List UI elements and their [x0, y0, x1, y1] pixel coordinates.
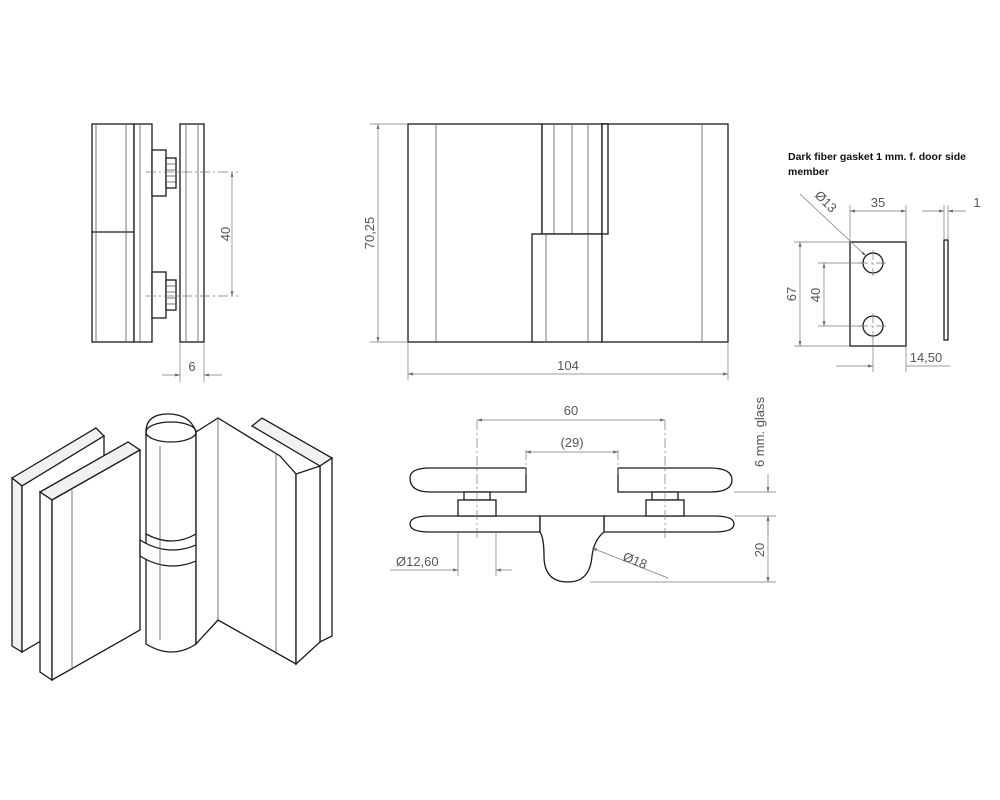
- front-view: 70,25 104: [362, 123, 729, 380]
- front-right-leaf: [601, 123, 729, 343]
- side-left-housing: [91, 123, 135, 343]
- iso-right-leaf: [195, 417, 297, 666]
- side-left-plate: [133, 123, 153, 343]
- gasket-dim-hole-spacing: 40: [808, 288, 823, 302]
- top-dim-glass: 6 mm. glass: [752, 396, 767, 467]
- top-lower-plate-left: [409, 515, 541, 533]
- gasket-dim-width: 35: [871, 195, 885, 210]
- side-dim-gap: 6: [188, 359, 195, 374]
- top-upper-plate-right: [617, 467, 733, 493]
- top-dim-outer: 60: [564, 403, 578, 418]
- top-dim-knuckle-diameter: Ø18: [621, 549, 649, 572]
- top-knuckle: [539, 515, 605, 583]
- top-upper-plate-left: [409, 467, 527, 493]
- gasket-plate: [849, 241, 907, 347]
- top-dim-depth: 20: [752, 543, 767, 557]
- gasket-dim-height: 67: [784, 287, 799, 301]
- gasket-dim-thickness: 1: [973, 195, 980, 210]
- gasket-profile: [943, 239, 949, 341]
- gasket-note-line1: Dark fiber gasket 1 mm. f. door side: [788, 151, 966, 163]
- gasket-dim-offset: 14,50: [910, 350, 943, 365]
- gasket-dim-hole-diameter: Ø13: [812, 188, 840, 216]
- front-knuckle-lower: [531, 233, 603, 343]
- side-bolt-lower: [151, 271, 177, 319]
- top-dim-pin-diameter: Ø12,60: [396, 554, 439, 569]
- front-knuckle-upper: [541, 123, 609, 235]
- iso-knuckle: [145, 413, 197, 653]
- front-left-leaf: [407, 123, 543, 343]
- side-view: 40 6: [91, 123, 238, 382]
- front-dim-width: 104: [557, 358, 579, 373]
- gasket-note-line2: member: [788, 166, 829, 178]
- front-dim-height: 70,25: [362, 217, 377, 250]
- side-dim-hole-spacing: 40: [218, 227, 233, 241]
- side-bolt-upper: [151, 149, 177, 197]
- top-dim-inner: (29): [560, 435, 583, 450]
- top-view: 60 (29) 6 mm. glass 20 Ø12,60 Ø18: [390, 396, 776, 583]
- top-lower-plate-right: [603, 515, 735, 533]
- isometric-view: [10, 413, 334, 682]
- gasket-detail: Dark fiber gasket 1 mm. f. door side mem…: [784, 151, 981, 372]
- side-right-plate: [179, 123, 205, 343]
